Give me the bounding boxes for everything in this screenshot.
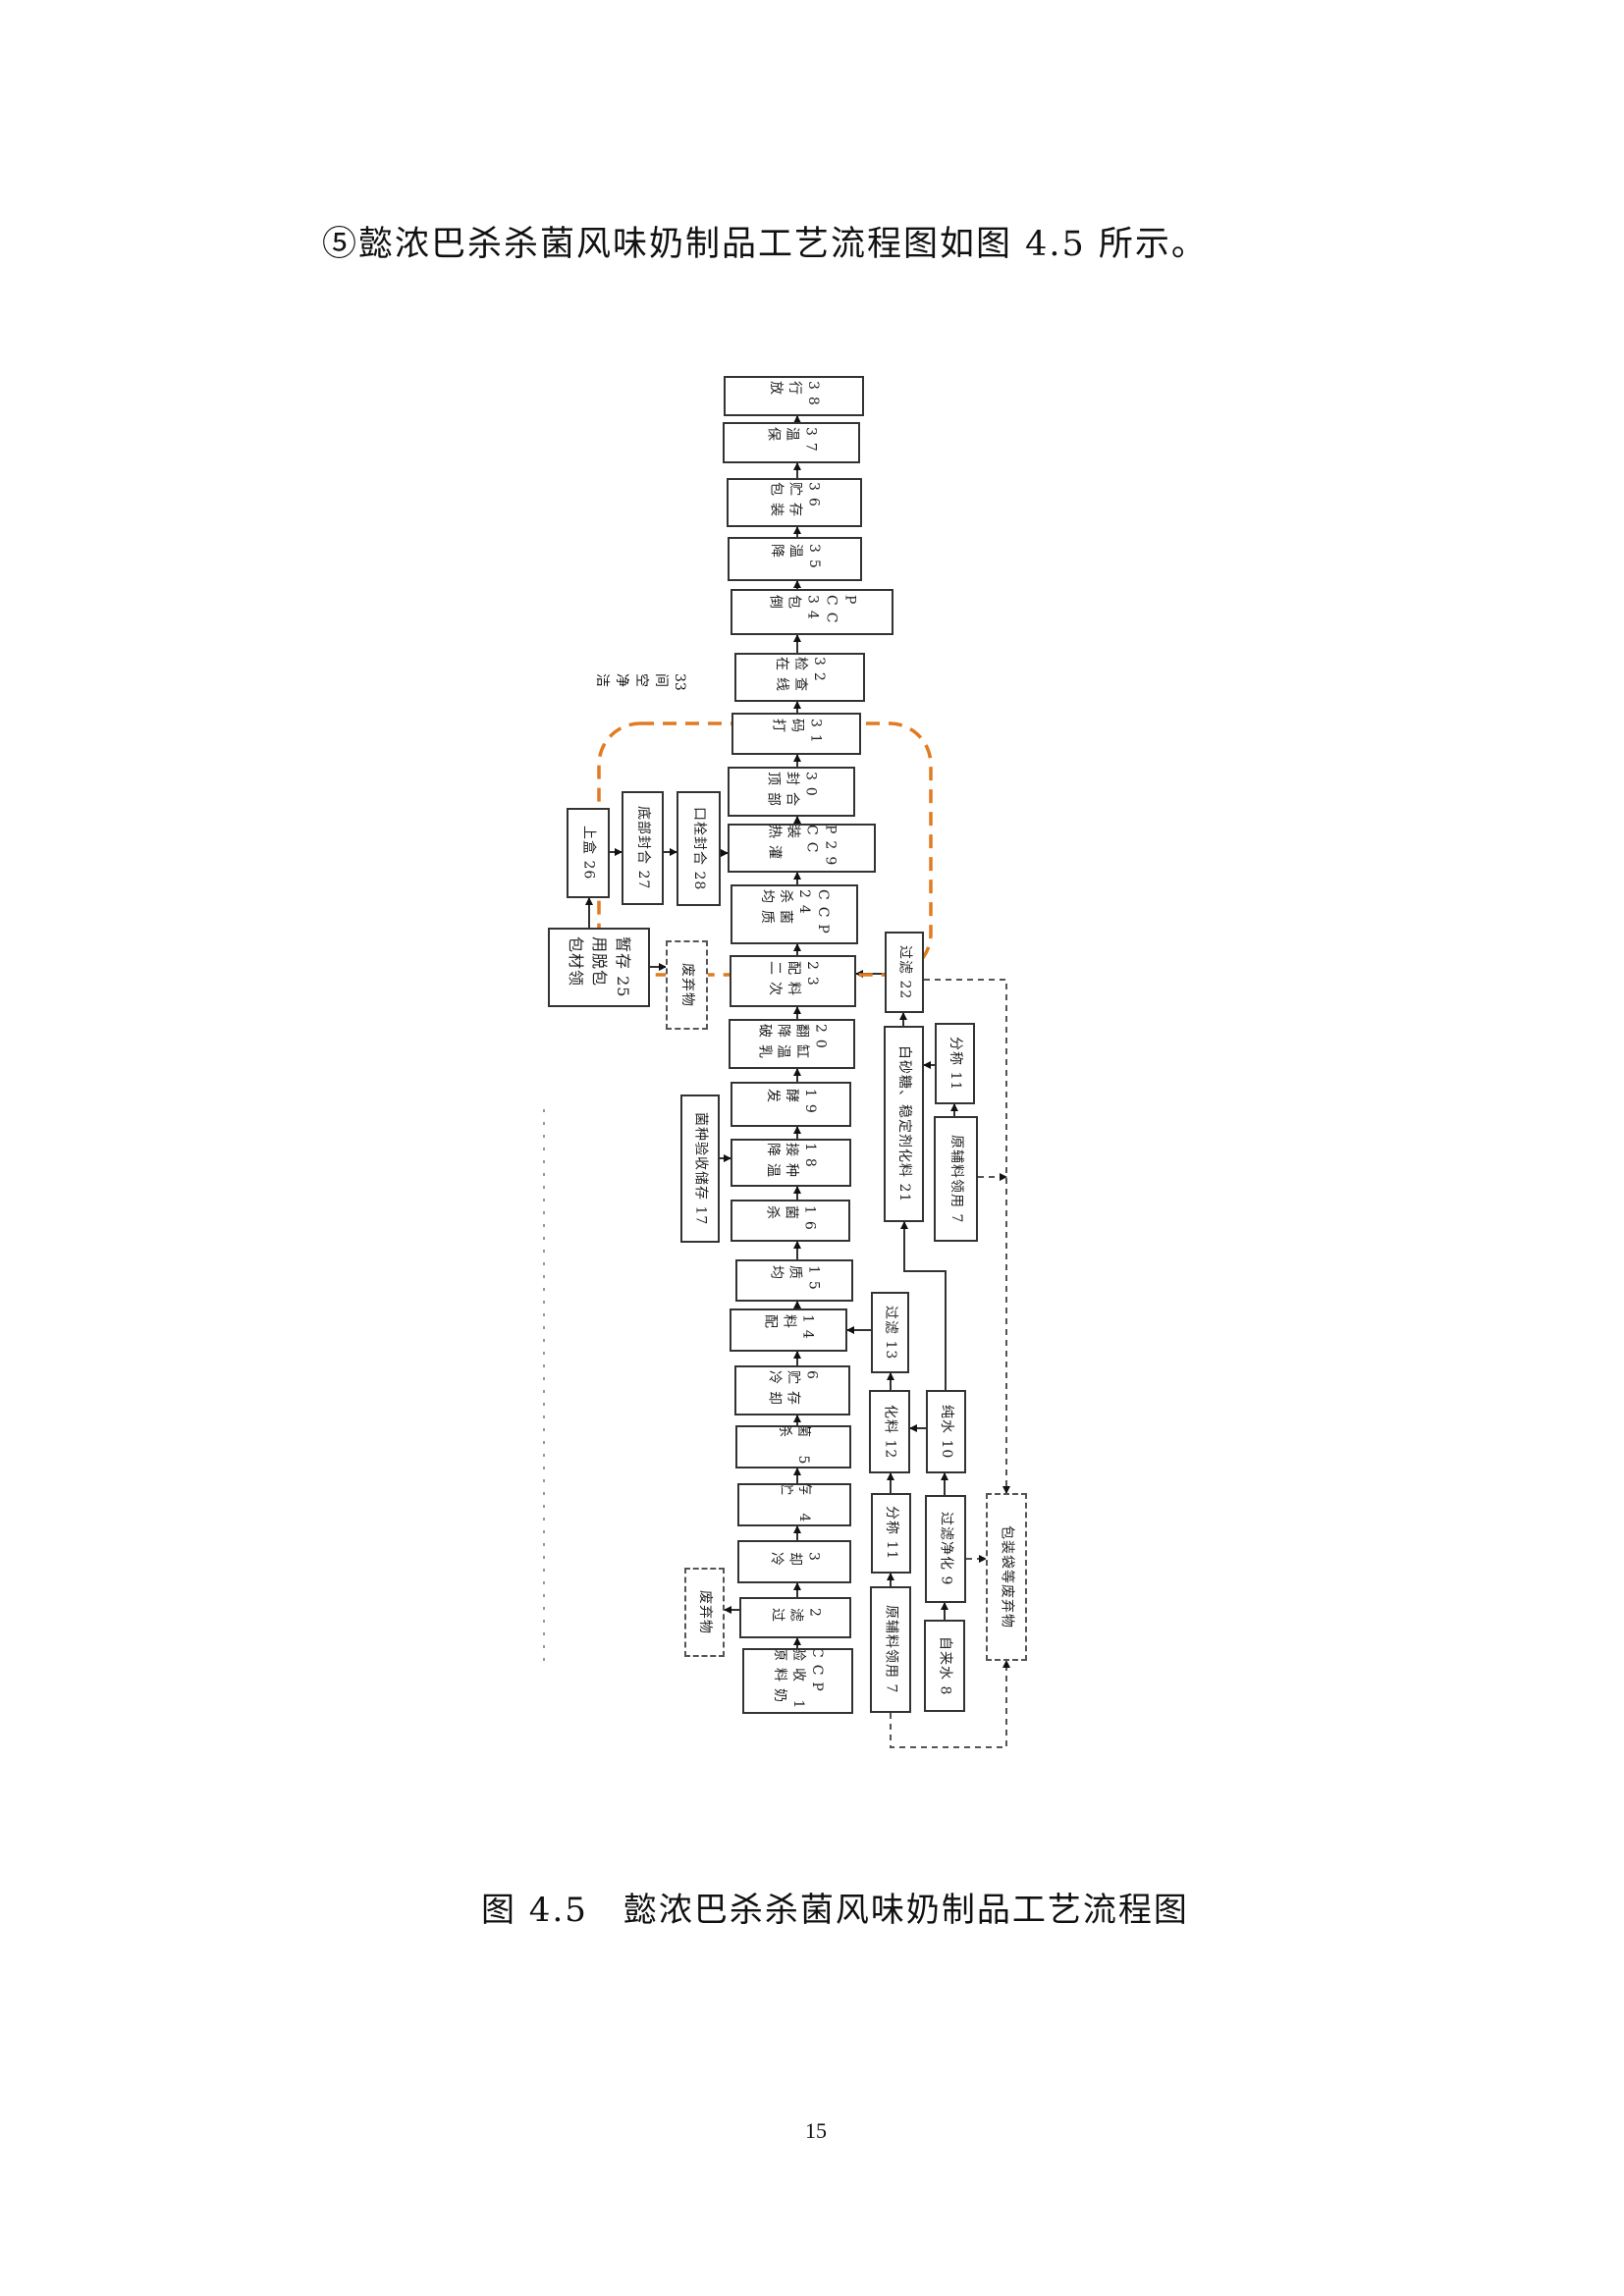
step-label: 在线 检查 32 [774,657,827,698]
step-label: 包装袋等废弃物 [999,1525,1015,1629]
step-label: 倒 包 34 CC P [767,594,858,630]
step-label: 打 码 31 [770,718,824,750]
flow-arrow [900,1221,947,1390]
waste-flow-arrow [924,979,1010,1494]
step-7-material-collection-b: 原辅料领用 7 [934,1116,978,1242]
step-4-storage: 贮 存 4 [737,1483,851,1526]
step-11-weighing-b: 分称 11 [935,1023,975,1104]
step-label: 包装 贮存 36 [768,482,822,523]
step-label: 顶部 封合 30 [765,771,819,813]
step-label: 菌种验收储存 17 [692,1111,709,1226]
step-label: 放 行 38 [768,380,821,412]
waste-flow-arrow [890,1660,1010,1748]
step-label: 均 质 15 [768,1264,822,1297]
step-label: 原料奶 验收 1 CCP [772,1648,825,1714]
step-28-cap-sealing: 口栓封合 28 [677,791,721,906]
clean-area-label: 洁 净 空 间 33 [594,673,687,691]
step-label: 口栓封合 28 [691,806,707,891]
step-21-sugar-stabilizer: 白砂糖、稳定剂化料 21 [884,1026,924,1222]
step-label: 降 温 35 [769,543,822,575]
step-1-raw-milk-acceptance-ccp: 原料奶 验收 1 CCP [742,1648,853,1714]
figure-caption: 图 4.5 懿浓巴杀杀菌风味奶制品工艺流程图 [481,1891,1189,1930]
step-label: 杀 菌 5 [777,1425,811,1468]
step-18-inoculation: 降温 接种 18 [731,1139,851,1187]
step-35-cooling: 降 温 35 [728,537,862,581]
waste-box-2: 废弃物 [666,940,708,1030]
step-label: 破乳 降温 翻缸 20 [756,1023,829,1065]
step-label: 冷 却 3 [768,1551,822,1573]
step-20-demulsify: 破乳 降温 翻缸 20 [729,1019,855,1069]
step-label: 废弃物 [679,963,695,1007]
step-label: 热灌 装 CC P29 [766,824,839,873]
step-34-invert-ccp: 倒 包 34 CC P [731,589,893,635]
step-27-bottom-sealing: 底部封合 27 [622,791,664,905]
step-30-top-sealing: 顶部 封合 30 [728,767,855,817]
step-24-homogenize-sterilize-ccp: 均质 杀菌 24 CCP [731,884,858,944]
section-heading: ⑤懿浓巴杀杀菌风味奶制品工艺流程图如图 4.5 所示。 [322,225,1208,264]
step-15-homogenization: 均 质 15 [735,1259,853,1302]
step-label: 上盒 26 [580,826,597,881]
step-label: 原辅料领用 7 [948,1134,964,1224]
step-label: 原辅料领用 7 [883,1605,899,1694]
step-label: 纯水 10 [939,1404,954,1460]
step-label: 过 滤 2 [769,1607,823,1629]
step-14-batching: 配 料 14 [730,1308,847,1352]
step-label: 贮 存 4 [778,1483,812,1526]
step-10-pure-water: 纯水 10 [926,1390,966,1473]
step-5-sterilization: 杀 菌 5 [735,1425,851,1468]
step-29-hot-filling-ccp: 热灌 装 CC P29 [728,824,876,873]
page-number: 15 [805,2118,827,2143]
step-37-incubation: 保 温 37 [723,422,860,463]
step-label: 二次 配料 23 [767,960,820,1002]
step-label: 保 温 37 [765,427,819,458]
step-label: 过滤 13 [883,1305,898,1361]
step-label: 分称 11 [947,1036,963,1092]
step-12-dissolving: 化料 12 [869,1390,910,1473]
step-label: 化料 12 [882,1404,898,1460]
step-26-box-loading: 上盒 26 [567,808,610,898]
step-label: 冷却 贮存 6 [766,1369,820,1412]
waste-box-3: 包装袋等废弃物 [986,1493,1027,1661]
step-label: 自来水 8 [937,1635,953,1696]
step-3-cooling: 冷 却 3 [737,1540,851,1583]
step-label: 配 料 14 [762,1314,816,1346]
step-32-inline-check: 在线 检查 32 [734,653,865,702]
step-label: 过滤净化 9 [938,1512,954,1586]
step-label: 杀 菌 16 [764,1204,818,1237]
step-label: 包材领 用脱包 暂存 25 [567,936,632,998]
step-13-filtration: 过滤 13 [871,1292,909,1373]
step-label: 白砂糖、稳定剂化料 21 [896,1044,912,1203]
step-label: 分称 11 [884,1506,899,1561]
step-31-coding: 打 码 31 [731,713,861,755]
waste-box-1: 废弃物 [684,1568,725,1657]
step-label: 底部封合 27 [635,806,651,890]
step-8-tap-water: 自来水 8 [924,1620,965,1712]
step-7-material-collection-a: 原辅料领用 7 [870,1586,911,1713]
step-2-filtration: 过 滤 2 [739,1597,851,1638]
step-22-filtration: 过滤 22 [885,932,924,1013]
step-label: 降温 接种 18 [765,1142,818,1184]
step-38-release: 放 行 38 [724,376,864,416]
step-25-packaging-material: 包材领 用脱包 暂存 25 [548,928,650,1007]
step-9-filter-purify: 过滤净化 9 [925,1495,966,1603]
step-19-fermentation: 发 酵 19 [731,1082,851,1127]
step-label: 废弃物 [697,1590,713,1634]
step-17-culture-storage: 菌种验收储存 17 [680,1095,720,1243]
step-11-weighing-a: 分称 11 [871,1493,911,1574]
step-label: 发 酵 19 [765,1089,818,1120]
step-36-packing-storage: 包装 贮存 36 [727,478,862,527]
step-6-cooling-storage: 冷却 贮存 6 [734,1365,850,1415]
step-16-sterilization: 杀 菌 16 [731,1200,850,1242]
step-label: 过滤 22 [896,944,913,1000]
step-23-second-batching: 二次 配料 23 [730,955,856,1007]
step-label: 均质 杀菌 24 CCP [759,888,831,940]
